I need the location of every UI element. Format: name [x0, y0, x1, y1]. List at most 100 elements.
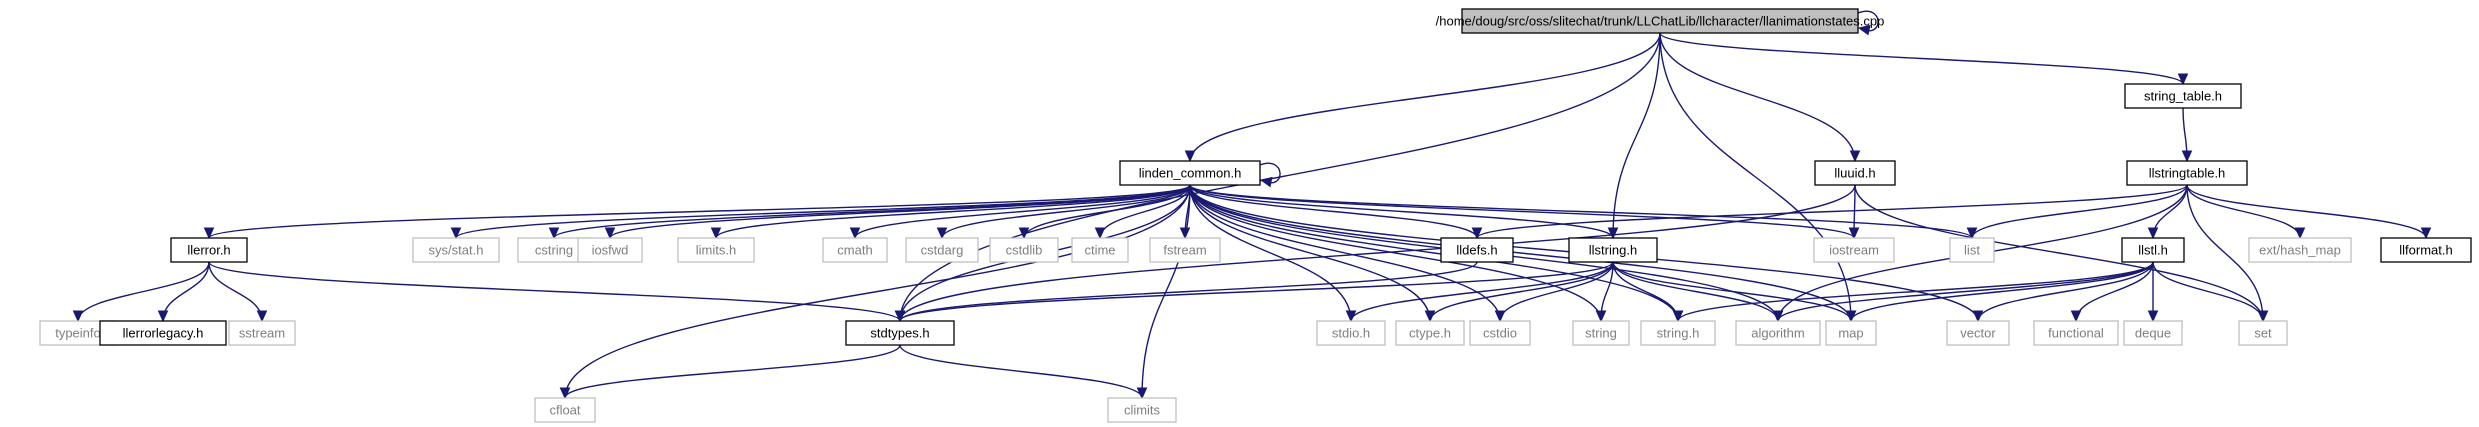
node-box [2380, 237, 2472, 263]
edge-stdtypes-to-cfloat [559, 344, 901, 400]
node-box [99, 320, 227, 346]
node-llstl[interactable]: llstl.h [2121, 237, 2185, 263]
node-label: ctype.h [1409, 326, 1451, 341]
node-box [2121, 237, 2185, 263]
edge-llerror-to-llerrorlegacy [157, 261, 210, 323]
edge-llstring-to-string [1595, 261, 1614, 323]
edge-llerror-to-stdtypes [208, 261, 906, 323]
node-label: sys/stat.h [429, 243, 484, 258]
node-label: llstl.h [2138, 243, 2168, 258]
node-label: functional [2048, 326, 2104, 341]
edge-llstl-to-functional [2070, 261, 2154, 323]
node-box [1825, 320, 1877, 346]
node-llerrorlegacy[interactable]: llerrorlegacy.h [99, 320, 227, 346]
edge-llstl-to-deque [2147, 261, 2159, 323]
edge-arrowhead [604, 227, 616, 240]
edge-line [2186, 184, 2264, 322]
node-llstring[interactable]: llstring.h [1568, 237, 1658, 263]
edge-arrowhead [1259, 176, 1273, 188]
edge-line [854, 184, 1191, 239]
edge-linden_common-to-sys_stat [450, 184, 1191, 240]
node-sys_stat: sys/stat.h [412, 237, 500, 263]
node-box [1440, 237, 1514, 263]
edge-arrowhead [1672, 310, 1684, 323]
node-label: vector [1960, 326, 1996, 341]
edge-arrowhead [450, 227, 462, 240]
edge-arrowhead [548, 227, 560, 240]
node-vector: vector [1946, 320, 2010, 346]
edge-llerror-to-sstream [208, 261, 268, 323]
edge-arrowhead [1966, 227, 1978, 240]
edge-line [899, 261, 1614, 322]
node-box [989, 237, 1059, 263]
edge-arrowhead [936, 227, 948, 240]
edge-arrowhead [1179, 227, 1191, 240]
node-label: llformat.h [2399, 243, 2452, 258]
edge-line [1850, 261, 2154, 322]
edge-arrowhead [256, 310, 268, 323]
node-map: map [1825, 320, 1877, 346]
node-limits: limits.h [677, 237, 755, 263]
edge-arrowhead [1424, 310, 1436, 323]
edge-linden_common-to-cstdarg [936, 184, 1191, 240]
node-label: cfloat [549, 403, 580, 418]
edge-line [208, 261, 901, 322]
edge-llstringtable-to-llstl [2147, 184, 2188, 240]
edge-root-to-stdtypes [894, 32, 1661, 323]
node-lluuid[interactable]: lluuid.h [1814, 160, 1896, 186]
edge-root-to-string_table [1659, 32, 2189, 86]
edge-arrowhead [2177, 73, 2189, 86]
node-llstringtable[interactable]: llstringtable.h [2126, 160, 2248, 186]
edge-linden_common-to-map [1189, 184, 1857, 323]
node-box [1813, 237, 1895, 263]
node-llerror[interactable]: llerror.h [170, 237, 248, 263]
node-llformat[interactable]: llformat.h [2380, 237, 2472, 263]
edge-llstringtable-to-llformat [2186, 184, 2432, 240]
node-root[interactable]: /home/doug/src/oss/slitechat/trunk/LLCha… [1436, 8, 1885, 34]
edge-linden_common-to-llerror [203, 184, 1191, 240]
node-lldefs[interactable]: lldefs.h [1440, 237, 1514, 263]
node-ctime: ctime [1071, 237, 1129, 263]
edge-linden_common-to-llstring [1189, 184, 1619, 240]
node-box [2033, 320, 2119, 346]
node-label: iostream [1829, 243, 1879, 258]
edge-arrowhead [2257, 310, 2269, 323]
node-stdio: stdio.h [1316, 320, 1386, 346]
node-box [577, 237, 643, 263]
node-box [1572, 320, 1630, 346]
edge-linden_common-to-ctime [1094, 184, 1191, 240]
node-box [1071, 237, 1129, 263]
edge-line [1189, 184, 1602, 322]
node-iostream: iostream [1813, 237, 1895, 263]
node-set: set [2238, 320, 2288, 346]
node-cstdio: cstdio [1469, 320, 1531, 346]
edge-llstring-to-cstdio [1494, 261, 1614, 323]
edge-arrowhead [894, 310, 906, 323]
node-label: stdtypes.h [870, 326, 929, 341]
edge-line [1612, 261, 1779, 322]
node-box [2124, 83, 2242, 109]
edge-arrowhead [1595, 310, 1607, 323]
node-label: string_table.h [2144, 89, 2222, 104]
edge-line [1023, 184, 1191, 239]
edge-arrowhead [849, 227, 861, 240]
edge-llstringtable-to-lldefs [1471, 184, 2188, 240]
edge-line [1189, 184, 1679, 322]
edge-llstl-to-string_h [1672, 261, 2154, 323]
nodes-layer: /home/doug/src/oss/slitechat/trunk/LLCha… [39, 8, 2472, 423]
node-string_table[interactable]: string_table.h [2124, 83, 2242, 109]
node-sstream: sstream [228, 320, 296, 346]
node-stdtypes[interactable]: stdtypes.h [845, 320, 955, 346]
edge-line [553, 184, 1191, 239]
node-label: climits [1124, 403, 1161, 418]
node-climits: climits [1107, 397, 1177, 423]
edge-llstring-to-stdio [1345, 261, 1614, 323]
edge-line [899, 344, 1143, 399]
edge-line [899, 184, 1856, 322]
node-label: /home/doug/src/oss/slitechat/trunk/LLCha… [1436, 14, 1885, 29]
node-linden_common[interactable]: linden_common.h [1119, 160, 1261, 186]
edge-llstl-to-vector [1972, 261, 2154, 323]
edge-line [2186, 184, 2301, 239]
edge-line [1777, 261, 2154, 322]
edge-arrowhead [1848, 227, 1860, 240]
